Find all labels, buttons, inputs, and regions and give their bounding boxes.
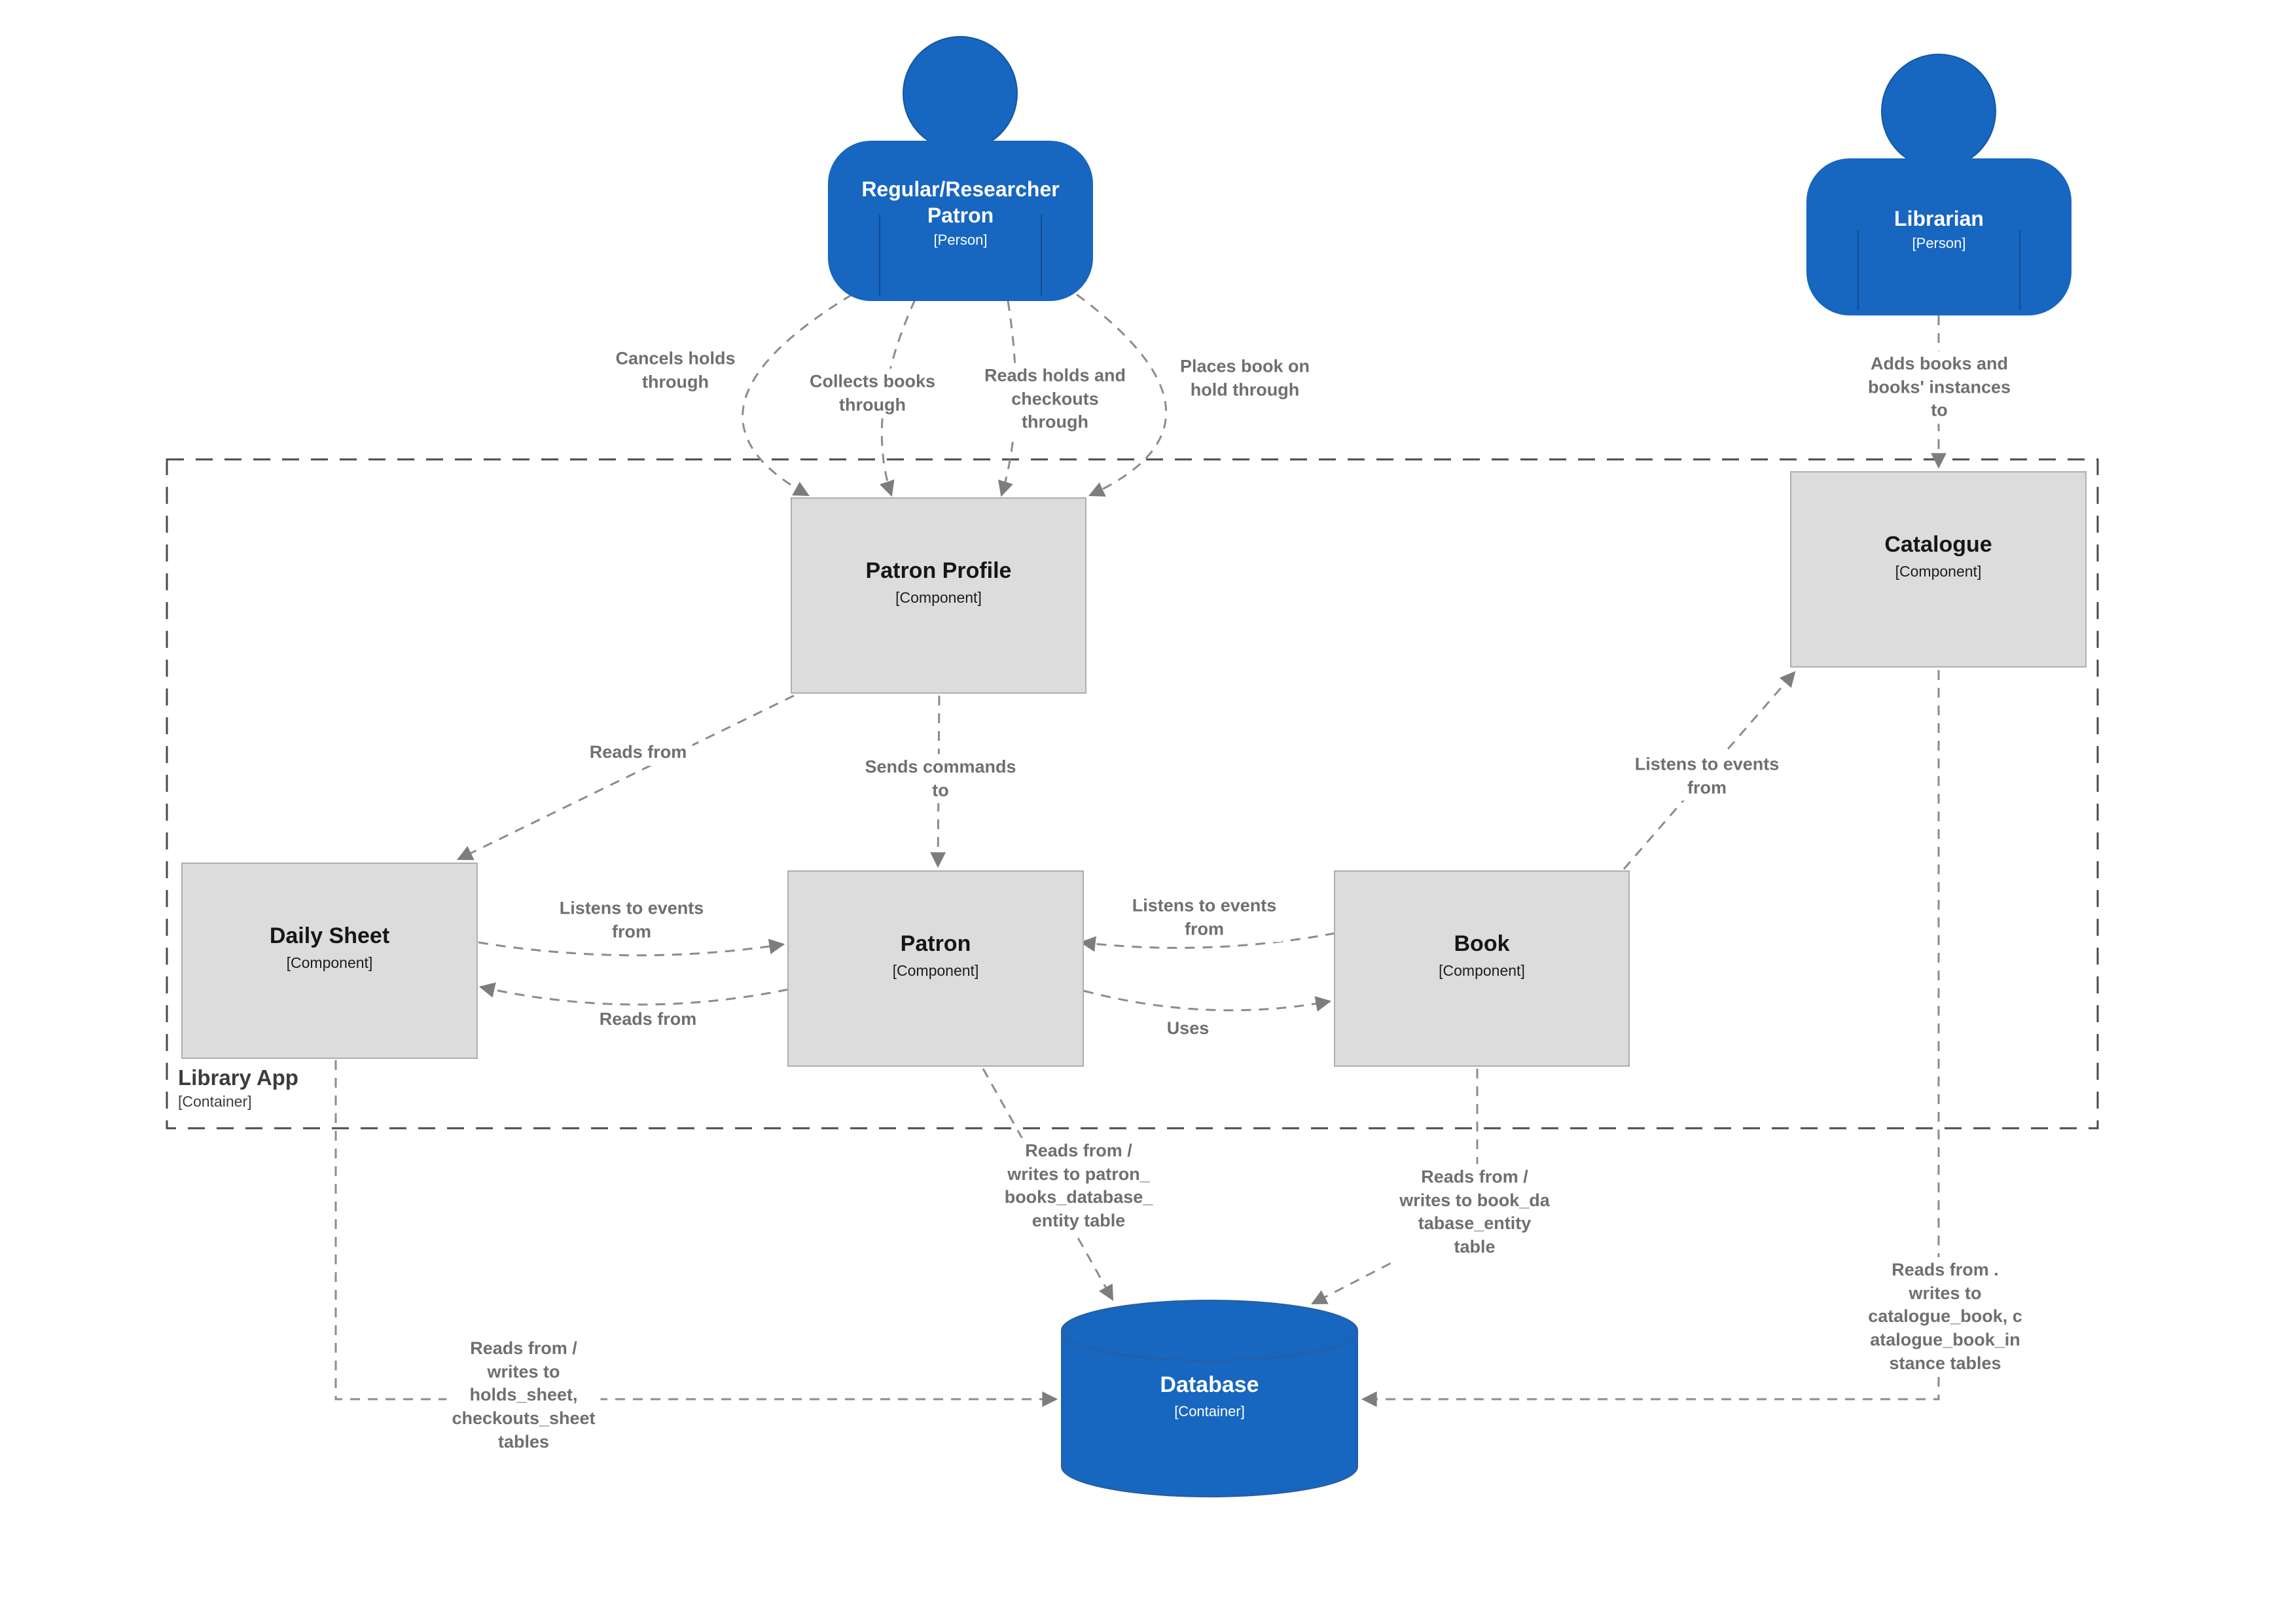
edge-patronprofile-patron	[930, 695, 946, 868]
component-title: Book	[1454, 931, 1510, 956]
component-type: [Component]	[895, 589, 982, 606]
database-cylinder-icon	[1061, 1300, 1358, 1497]
component-title: Patron	[900, 931, 971, 956]
component-title: Daily Sheet	[269, 923, 390, 948]
component-type: [Component]	[1895, 563, 1982, 580]
database-type: [Container]	[1174, 1403, 1245, 1419]
edge-book-patron	[1079, 932, 1336, 952]
person-librarian[interactable]: Librarian [Person]	[1806, 54, 2072, 315]
edge-patron-book	[1083, 990, 1332, 1012]
person-head-icon	[903, 36, 1018, 151]
person-arm-left	[1857, 230, 1859, 310]
edge-label-reads-holds: Reads holds and checkouts through	[978, 363, 1132, 436]
person-arm-left	[879, 214, 880, 296]
edge-label-reads-from-upper: Reads from	[584, 740, 692, 766]
edge-label-cancels-holds: Cancels holds through	[610, 346, 741, 395]
edge-label-adds-books: Adds books and books' instances to	[1863, 351, 2016, 424]
edge-label-listens-right: Listens to events from	[1126, 893, 1282, 942]
database-title: Database	[1160, 1372, 1259, 1397]
boundary-type: [Container]	[178, 1093, 252, 1110]
component-patron[interactable]: Patron [Component]	[787, 870, 1084, 1067]
person-arm-right	[2019, 230, 2020, 310]
edge-label-listens-catalogue: Listens to events from	[1629, 751, 1785, 801]
person-title: Librarian	[1894, 206, 1984, 230]
boundary-title: Library App	[178, 1065, 298, 1090]
container-database[interactable]: Database [Container]	[1060, 1299, 1359, 1498]
database-label: Database [Container]	[1060, 1372, 1359, 1420]
component-title: Catalogue	[1884, 532, 1992, 557]
person-head-icon	[1881, 54, 1996, 169]
edge-patron-cancels-holds	[742, 293, 853, 497]
component-type: [Component]	[1439, 962, 1525, 979]
edge-label-uses: Uses	[1161, 1016, 1215, 1042]
edge-label-reads-from-lower: Reads from	[594, 1007, 702, 1033]
edge-label-patron-db: Reads from / writes to patron_ books_dat…	[999, 1137, 1158, 1234]
edge-label-dailysheet-db: Reads from / writes to holds_sheet, chec…	[446, 1335, 601, 1455]
edge-patronprofile-dailysheet	[457, 694, 795, 861]
person-body: Librarian [Person]	[1806, 158, 2072, 315]
component-patron-profile[interactable]: Patron Profile [Component]	[791, 497, 1086, 694]
edge-label-book-db: Reads from / writes to book_da tabase_en…	[1394, 1164, 1555, 1260]
person-arm-right	[1041, 214, 1042, 296]
component-type: [Component]	[286, 954, 373, 971]
person-title: Regular/Researcher Patron	[861, 177, 1060, 227]
component-book[interactable]: Book [Component]	[1334, 870, 1630, 1067]
person-type: [Person]	[1912, 234, 1966, 251]
person-regular-researcher-patron[interactable]: Regular/Researcher Patron [Person]	[828, 36, 1093, 301]
library-app-boundary-label: Library App [Container]	[178, 1065, 298, 1111]
component-type: [Component]	[892, 962, 979, 979]
person-type: [Person]	[933, 232, 988, 248]
library-app-boundary	[166, 458, 2099, 1130]
person-body: Regular/Researcher Patron [Person]	[828, 141, 1093, 301]
component-title: Patron Profile	[865, 558, 1012, 583]
edge-label-sends-commands: Sends commands to	[859, 754, 1022, 804]
edge-dailysheet-patron	[478, 938, 785, 957]
component-catalogue[interactable]: Catalogue [Component]	[1790, 471, 2087, 668]
edge-label-places-hold: Places book on hold through	[1174, 353, 1316, 403]
component-daily-sheet[interactable]: Daily Sheet [Component]	[181, 863, 478, 1059]
edge-dailysheet-database	[334, 1060, 1058, 1407]
edge-catalogue-database	[1361, 670, 1940, 1407]
edge-label-listens-left: Listens to events from	[554, 895, 709, 945]
edge-patron-dailysheet	[478, 982, 789, 1006]
edge-patron-places-hold	[1076, 293, 1168, 497]
edge-label-collects-books: Collects books through	[804, 368, 941, 418]
edge-label-catalogue-db: Reads from . writes to catalogue_book, c…	[1863, 1257, 2028, 1377]
